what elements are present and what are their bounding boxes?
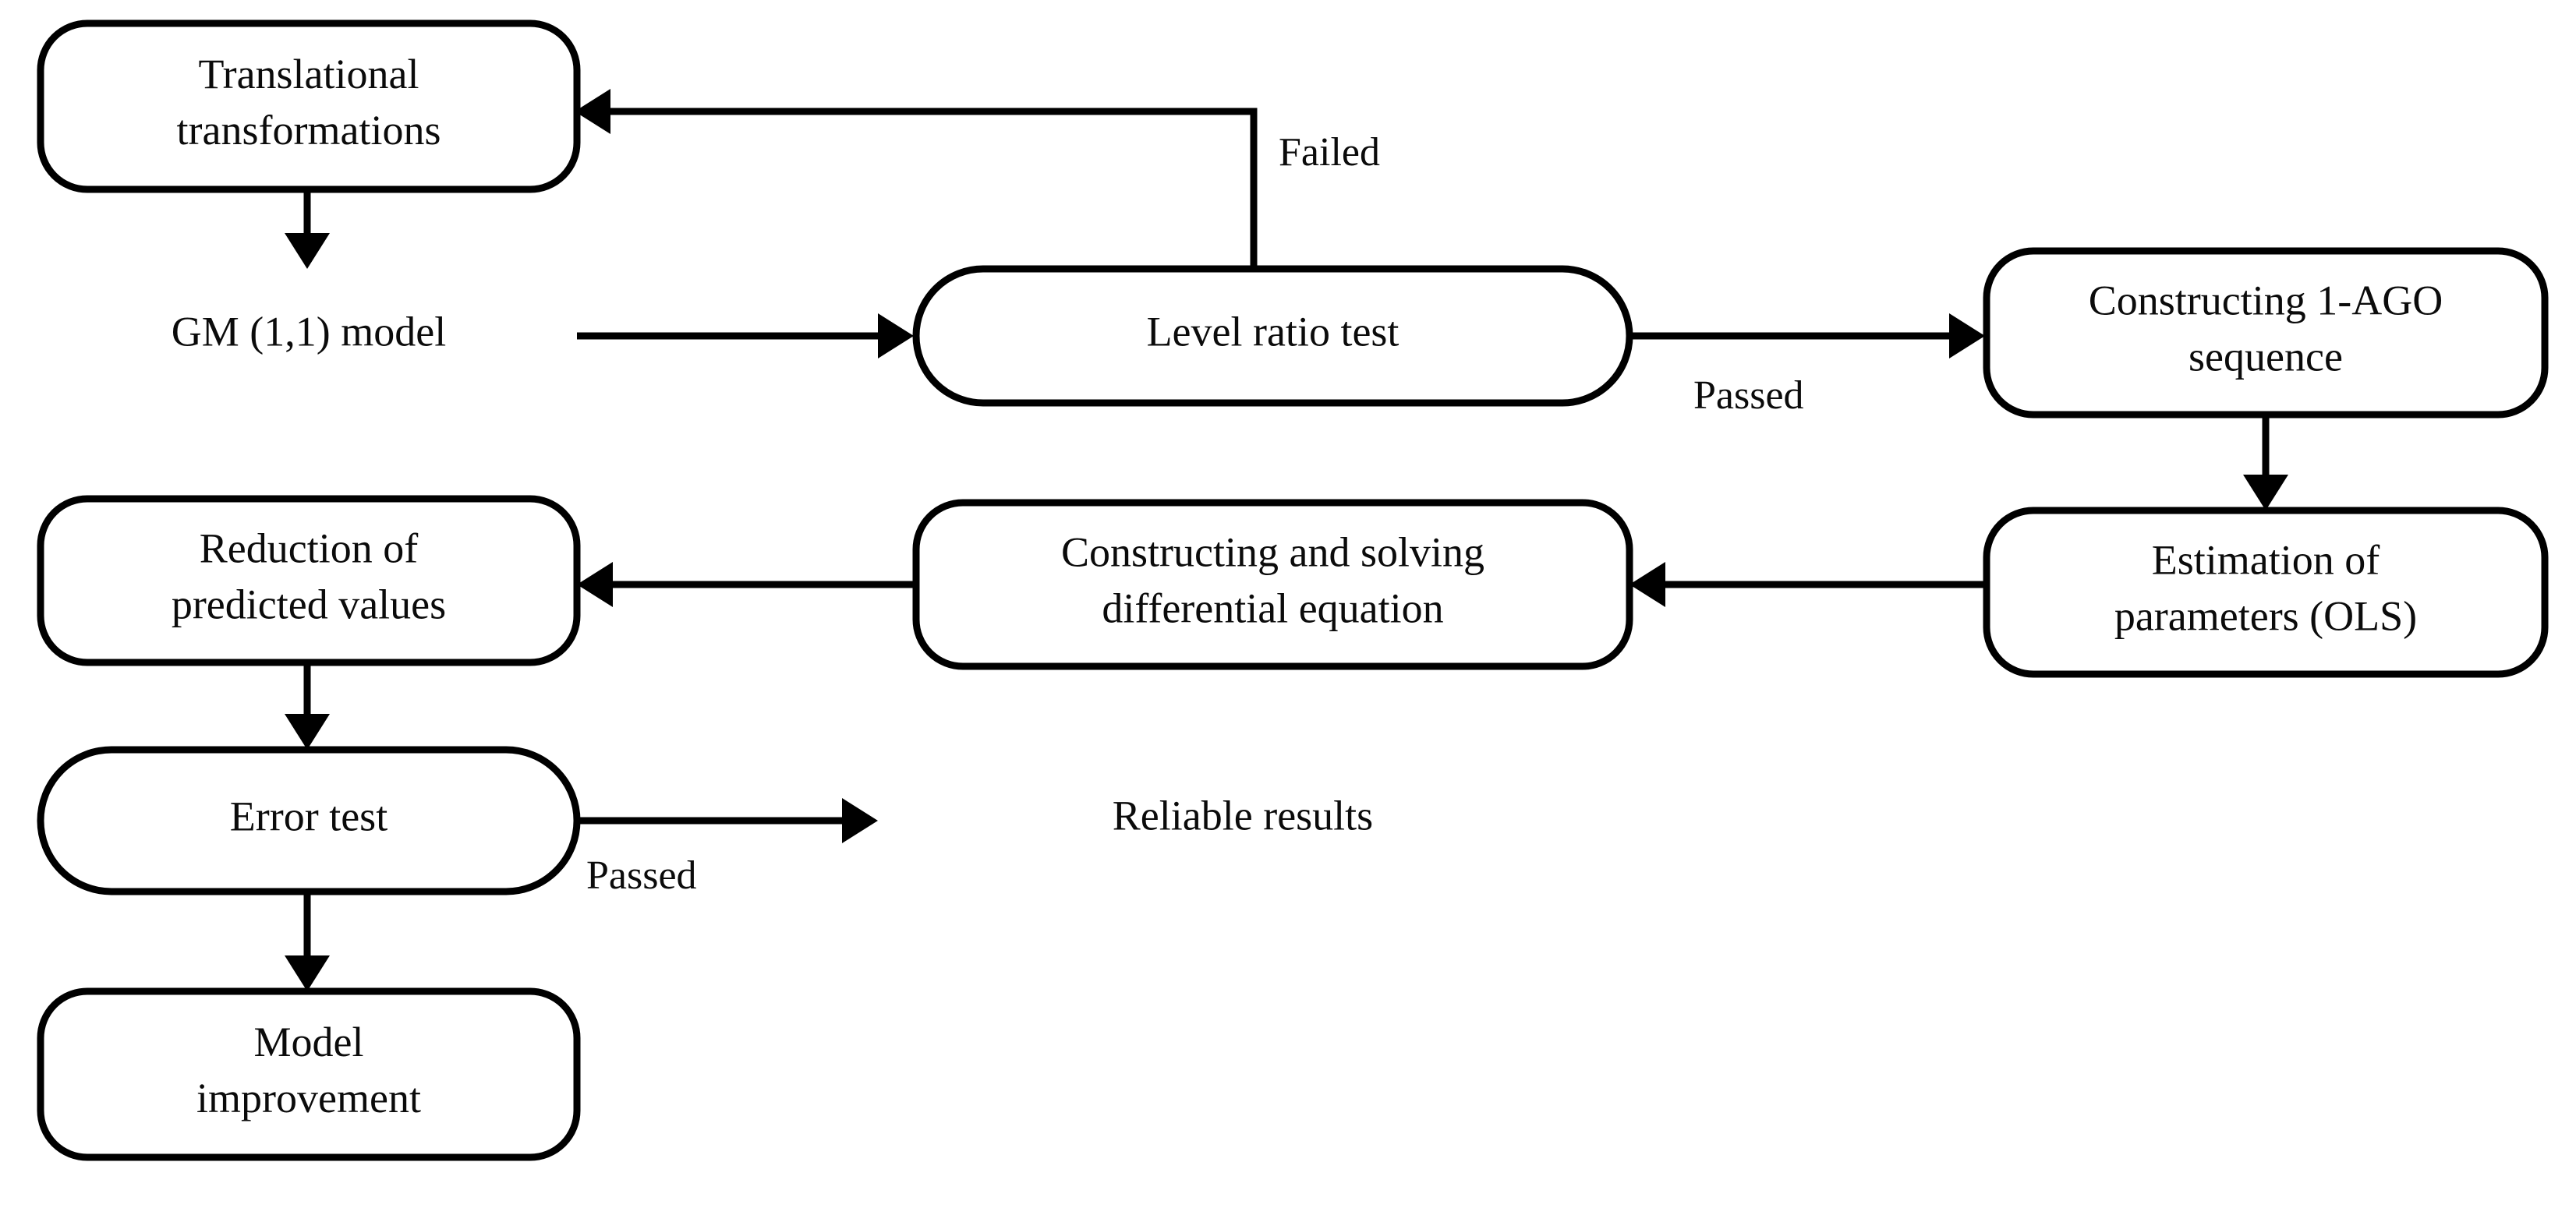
edge-label-level-ratio-failed-to-translational: Failed xyxy=(1279,130,1380,175)
arrowhead-down-icon xyxy=(285,714,330,750)
edge-differential-equation-to-reduction xyxy=(577,562,916,607)
node-label: predicted values xyxy=(172,581,446,627)
edge-level-ratio-passed-to-1ago: Passed xyxy=(1629,313,1985,418)
node-level-ratio-test[interactable]: Level ratio test xyxy=(912,265,1633,407)
node-shape xyxy=(37,987,581,1161)
node-constructing-1ago-sequence[interactable]: Constructing 1-AGO sequence xyxy=(1983,247,2549,419)
node-shape xyxy=(912,499,1633,670)
node-estimation-of-parameters[interactable]: Estimation of parameters (OLS) xyxy=(1983,507,2549,678)
node-shape xyxy=(37,19,581,193)
node-label: improvement xyxy=(196,1075,421,1121)
node-label: parameters (OLS) xyxy=(2114,592,2417,639)
node-label: Constructing 1-AGO xyxy=(2089,277,2443,323)
node-label: differential equation xyxy=(1102,585,1443,631)
arrowhead-left-icon xyxy=(575,89,610,134)
node-label: Reduction of xyxy=(200,524,418,571)
edge-line xyxy=(589,108,1258,269)
node-constructing-solving-differential-equation[interactable]: Constructing and solving differential equ… xyxy=(912,499,1633,670)
node-label: Level ratio test xyxy=(1147,308,1399,355)
node-shape xyxy=(879,758,1606,882)
edge-reduction-to-error-test xyxy=(285,662,330,750)
node-label: Error test xyxy=(230,793,387,839)
node-model-improvement[interactable]: Model improvement xyxy=(37,987,581,1161)
node-shape xyxy=(41,269,577,403)
edge-1ago-to-estimation xyxy=(2243,415,2288,510)
node-shape xyxy=(1983,247,2549,419)
edge-estimation-to-differential-equation xyxy=(1629,562,1987,607)
node-label: sequence xyxy=(2189,333,2343,380)
arrowhead-right-icon xyxy=(1949,313,1985,358)
edge-label-error-test-passed-to-reliable: Passed xyxy=(586,853,697,898)
edge-gm-to-level-ratio-test xyxy=(577,313,914,358)
node-translational-transformations[interactable]: Translational transformations xyxy=(37,19,581,193)
arrowhead-left-icon xyxy=(577,562,613,607)
node-label: Constructing and solving xyxy=(1061,528,1484,575)
node-shape xyxy=(1983,507,2549,678)
node-shape xyxy=(37,495,581,666)
edge-error-test-to-model-improvement xyxy=(285,892,330,991)
node-gm-model[interactable]: GM (1,1) model xyxy=(41,269,577,403)
edge-level-ratio-failed-to-translational: Failed xyxy=(575,89,1380,269)
edge-error-test-passed-to-reliable: Passed xyxy=(577,798,878,898)
node-reliable-results[interactable]: Reliable results xyxy=(879,758,1606,882)
node-label: GM (1,1) model xyxy=(172,308,446,355)
node-label: Translational xyxy=(199,51,419,97)
node-layer: Translational transformations GM (1,1) mod… xyxy=(37,19,2549,1161)
arrowhead-down-icon xyxy=(2243,475,2288,510)
edge-label-level-ratio-passed-to-1ago: Passed xyxy=(1693,373,1804,418)
node-reduction-of-predicted-values[interactable]: Reduction of predicted values xyxy=(37,495,581,666)
node-label: Estimation of xyxy=(2152,536,2380,583)
arrowhead-down-icon xyxy=(285,955,330,991)
node-label: Model xyxy=(254,1019,364,1065)
node-shape xyxy=(912,265,1633,407)
edge-translational-to-gm xyxy=(285,189,330,269)
node-error-test[interactable]: Error test xyxy=(37,746,581,895)
arrowhead-right-icon xyxy=(842,798,878,843)
node-label: transformations xyxy=(177,107,441,154)
arrowhead-down-icon xyxy=(285,233,330,269)
node-label: Reliable results xyxy=(1113,792,1373,839)
arrowhead-right-icon xyxy=(878,313,914,358)
arrowhead-left-icon xyxy=(1629,562,1665,607)
node-shape xyxy=(37,746,581,895)
